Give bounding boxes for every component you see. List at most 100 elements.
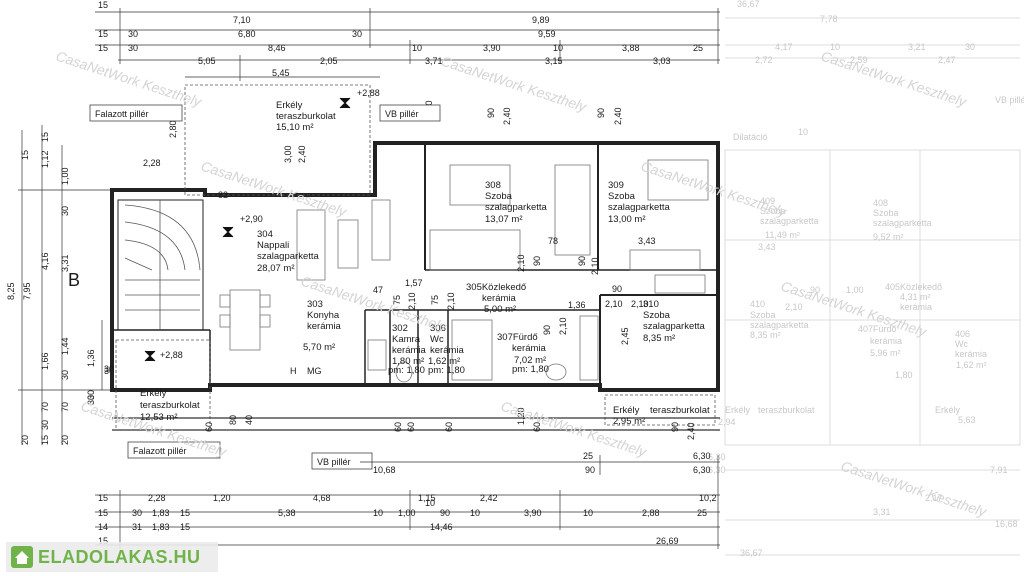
svg-text:Wc: Wc bbox=[430, 334, 444, 345]
svg-text:kerámia: kerámia bbox=[512, 343, 547, 354]
svg-text:36,67: 36,67 bbox=[740, 548, 763, 558]
svg-text:60: 60 bbox=[532, 422, 542, 432]
svg-text:408: 408 bbox=[873, 198, 888, 208]
level-marker-icon bbox=[222, 226, 234, 238]
pillar-labels: Falazott pillér VB pillér Falazott pillé… bbox=[89, 104, 441, 470]
svg-text:3,15: 3,15 bbox=[545, 56, 563, 66]
svg-text:szalagparketta: szalagparketta bbox=[608, 202, 671, 213]
axis-label-b: B bbox=[68, 270, 80, 290]
svg-text:90: 90 bbox=[532, 256, 542, 266]
svg-text:82: 82 bbox=[218, 190, 228, 200]
svg-text:8,35 m²: 8,35 m² bbox=[643, 333, 675, 344]
svg-text:410: 410 bbox=[750, 299, 765, 309]
svg-text:20: 20 bbox=[60, 435, 70, 445]
svg-text:15: 15 bbox=[98, 508, 108, 518]
svg-text:70: 70 bbox=[60, 402, 70, 412]
svg-text:308: 308 bbox=[485, 180, 501, 191]
svg-text:Kamra: Kamra bbox=[392, 334, 421, 345]
room-310: 310 Szoba szalagparketta 8,35 m² bbox=[643, 299, 706, 344]
svg-text:3,31: 3,31 bbox=[60, 254, 70, 272]
svg-text:1,20: 1,20 bbox=[213, 493, 231, 503]
svg-text:1,00: 1,00 bbox=[60, 167, 70, 185]
svg-text:12,53 m²: 12,53 m² bbox=[140, 412, 178, 423]
svg-text:7,10: 7,10 bbox=[233, 15, 251, 25]
svg-text:303: 303 bbox=[307, 299, 323, 310]
svg-text:3,71: 3,71 bbox=[425, 56, 443, 66]
svg-text:10: 10 bbox=[583, 508, 593, 518]
svg-text:teraszburkolat: teraszburkolat bbox=[650, 405, 710, 416]
faded-rooms: 409 Szoba szalagparketta 11,49 m² 408 Sz… bbox=[725, 95, 1024, 415]
svg-text:90: 90 bbox=[670, 422, 680, 432]
svg-text:2,10: 2,10 bbox=[446, 292, 456, 310]
svg-text:4,17: 4,17 bbox=[775, 42, 793, 52]
svg-text:szalagparketta: szalagparketta bbox=[643, 321, 706, 332]
vb-pillar-top: VB pillér bbox=[385, 109, 419, 119]
svg-text:Szoba: Szoba bbox=[608, 191, 636, 202]
label-h: H bbox=[290, 366, 297, 376]
falazott-pillar-bottom: Falazott pillér bbox=[133, 446, 187, 456]
svg-text:406: 406 bbox=[955, 329, 970, 339]
vb-pillar-bottom: VB pillér bbox=[317, 457, 351, 467]
svg-text:teraszburkolat: teraszburkolat bbox=[276, 111, 336, 122]
bottom-dims: 25 6,30 90 6,30 10,68 15 2,28 1,20 4,68 … bbox=[98, 451, 717, 546]
svg-text:10,68: 10,68 bbox=[373, 465, 396, 475]
svg-text:kerámia: kerámia bbox=[955, 349, 987, 359]
svg-text:1,12: 1,12 bbox=[40, 150, 50, 168]
svg-text:+2,88: +2,88 bbox=[357, 88, 380, 98]
svg-text:30: 30 bbox=[60, 370, 70, 380]
svg-text:2,59: 2,59 bbox=[850, 55, 868, 65]
svg-text:90: 90 bbox=[542, 325, 552, 335]
left-dims: 15 1,12 15 1,00 30 4,16 3,31 8,25 7,95 1… bbox=[6, 132, 114, 445]
svg-text:Dilatáció: Dilatáció bbox=[733, 132, 768, 142]
svg-text:kerámia: kerámia bbox=[307, 321, 342, 332]
svg-text:1,80: 1,80 bbox=[895, 370, 913, 380]
svg-text:90: 90 bbox=[612, 284, 622, 294]
svg-text:2,80: 2,80 bbox=[168, 120, 178, 138]
top-dims-row1: 15 7,10 9,89 bbox=[98, 0, 550, 25]
svg-text:90: 90 bbox=[440, 508, 450, 518]
svg-text:7,78: 7,78 bbox=[820, 14, 838, 24]
svg-text:1,20: 1,20 bbox=[516, 407, 526, 425]
svg-text:7,02 m²: 7,02 m² bbox=[514, 355, 546, 366]
site-logo[interactable]: ELADOLAKAS.HU bbox=[6, 542, 218, 572]
svg-text:11,49 m²: 11,49 m² bbox=[765, 230, 800, 240]
svg-text:90: 90 bbox=[486, 108, 496, 118]
svg-text:2,10: 2,10 bbox=[605, 299, 623, 309]
room-balcony-right: Erkély teraszburkolat 2,95 m² bbox=[613, 405, 710, 427]
svg-text:47: 47 bbox=[373, 285, 383, 295]
svg-text:30: 30 bbox=[965, 42, 975, 52]
svg-text:10,2: 10,2 bbox=[699, 493, 717, 503]
svg-text:5,38: 5,38 bbox=[278, 508, 296, 518]
svg-text:60: 60 bbox=[393, 422, 403, 432]
svg-text:1,44: 1,44 bbox=[60, 337, 70, 355]
svg-text:30: 30 bbox=[352, 29, 362, 39]
svg-text:26,69: 26,69 bbox=[656, 536, 679, 546]
svg-text:10: 10 bbox=[798, 127, 808, 137]
svg-text:Szoba: Szoba bbox=[485, 191, 513, 202]
svg-text:305Közlekedő: 305Közlekedő bbox=[466, 282, 526, 293]
svg-text:9,59: 9,59 bbox=[538, 29, 556, 39]
logo-text: ELADOLAKAS.HU bbox=[38, 546, 201, 567]
svg-text:78: 78 bbox=[548, 236, 558, 246]
top-dims-row2: 15 30 6,80 30 9,59 bbox=[98, 29, 556, 39]
svg-text:VB pillér: VB pillér bbox=[995, 95, 1024, 105]
svg-text:3,03: 3,03 bbox=[653, 56, 671, 66]
svg-text:1,00: 1,00 bbox=[398, 508, 416, 518]
svg-text:1,66: 1,66 bbox=[40, 352, 50, 370]
svg-text:3,90: 3,90 bbox=[524, 508, 542, 518]
room-balcony-top: Erkély teraszburkolat 15,10 m² bbox=[276, 100, 336, 133]
svg-text:10: 10 bbox=[470, 508, 480, 518]
svg-text:6,30: 6,30 bbox=[708, 465, 726, 475]
svg-text:1,80 m²: 1,80 m² bbox=[392, 356, 424, 367]
svg-text:2,10: 2,10 bbox=[631, 299, 649, 309]
svg-text:7,91: 7,91 bbox=[990, 465, 1008, 475]
svg-text:407Fürdő: 407Fürdő bbox=[858, 324, 897, 334]
room-306: 306 Wc kerámia 1,62 m² pm: 1,80 bbox=[428, 323, 465, 376]
svg-text:16,68: 16,68 bbox=[995, 519, 1018, 529]
svg-text:2,88: 2,88 bbox=[642, 508, 660, 518]
svg-text:Erkély: Erkély bbox=[725, 405, 751, 415]
svg-text:25: 25 bbox=[693, 43, 703, 53]
top-dimension-lines bbox=[95, 8, 720, 81]
svg-text:30: 30 bbox=[128, 29, 138, 39]
